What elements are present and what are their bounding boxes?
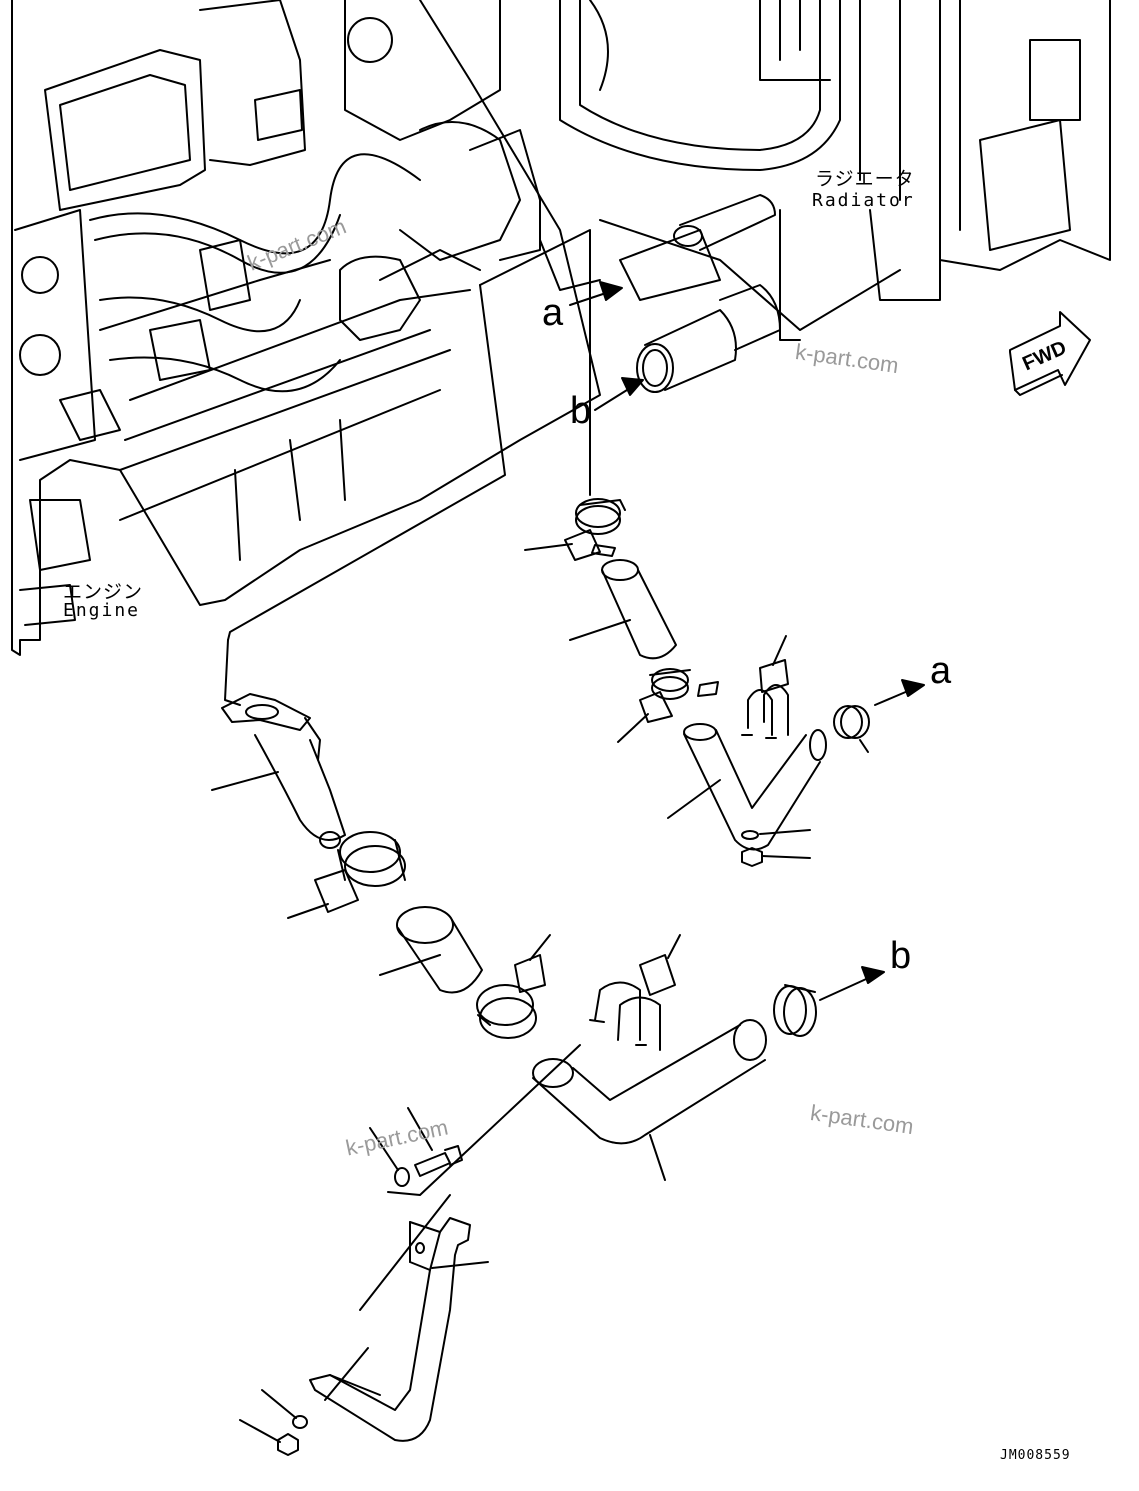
engine-label-en: Engine — [63, 600, 141, 621]
engine-label-jp: エンジン — [63, 581, 144, 603]
clamp-lower-3 — [773, 984, 817, 1037]
engine-assembly — [11, 0, 601, 656]
washer-bracket — [369, 1127, 410, 1187]
callout-b-right: b — [890, 935, 912, 977]
radiator-assembly — [539, 0, 1111, 393]
clamp-upper-2 — [617, 668, 719, 743]
callout-arrow-a-right — [874, 679, 925, 706]
drawing-number: JM008559 — [1000, 1448, 1071, 1463]
radiator-label-en: Radiator — [812, 190, 915, 211]
nut-bracket-lower — [239, 1419, 299, 1456]
pipe-lower-bent — [532, 1019, 767, 1181]
hose-lower — [379, 906, 483, 994]
callout-arrow-a-top — [569, 281, 623, 306]
hose-upper — [569, 559, 677, 660]
leader-engine-lower — [224, 639, 241, 706]
callout-b-top: b — [570, 390, 592, 432]
radiator-label-jp: ラジエータ — [815, 168, 915, 190]
elbow-flange — [211, 693, 346, 849]
clamp-lower-2 — [476, 934, 551, 1039]
clamp-upper-3 — [833, 705, 870, 753]
u-bolt-upper — [741, 635, 789, 739]
callout-a-top: a — [542, 292, 564, 334]
u-bolt-lower — [589, 934, 681, 1051]
support-bracket — [309, 1194, 489, 1442]
callout-arrow-b-top — [594, 377, 644, 411]
clamp-upper-1 — [524, 498, 626, 561]
leader-engine-upper — [227, 284, 506, 641]
callout-a-right: a — [930, 650, 952, 692]
nut-upper — [741, 847, 811, 867]
fwd-arrow-icon — [1009, 311, 1091, 396]
callout-arrow-b-right — [819, 966, 885, 1001]
leader-radiator-upper — [479, 229, 591, 496]
washer-upper — [741, 829, 811, 840]
leader-bracket — [387, 1044, 581, 1196]
washer-bracket-lower — [261, 1389, 308, 1429]
clamp-lower-1 — [287, 831, 406, 919]
